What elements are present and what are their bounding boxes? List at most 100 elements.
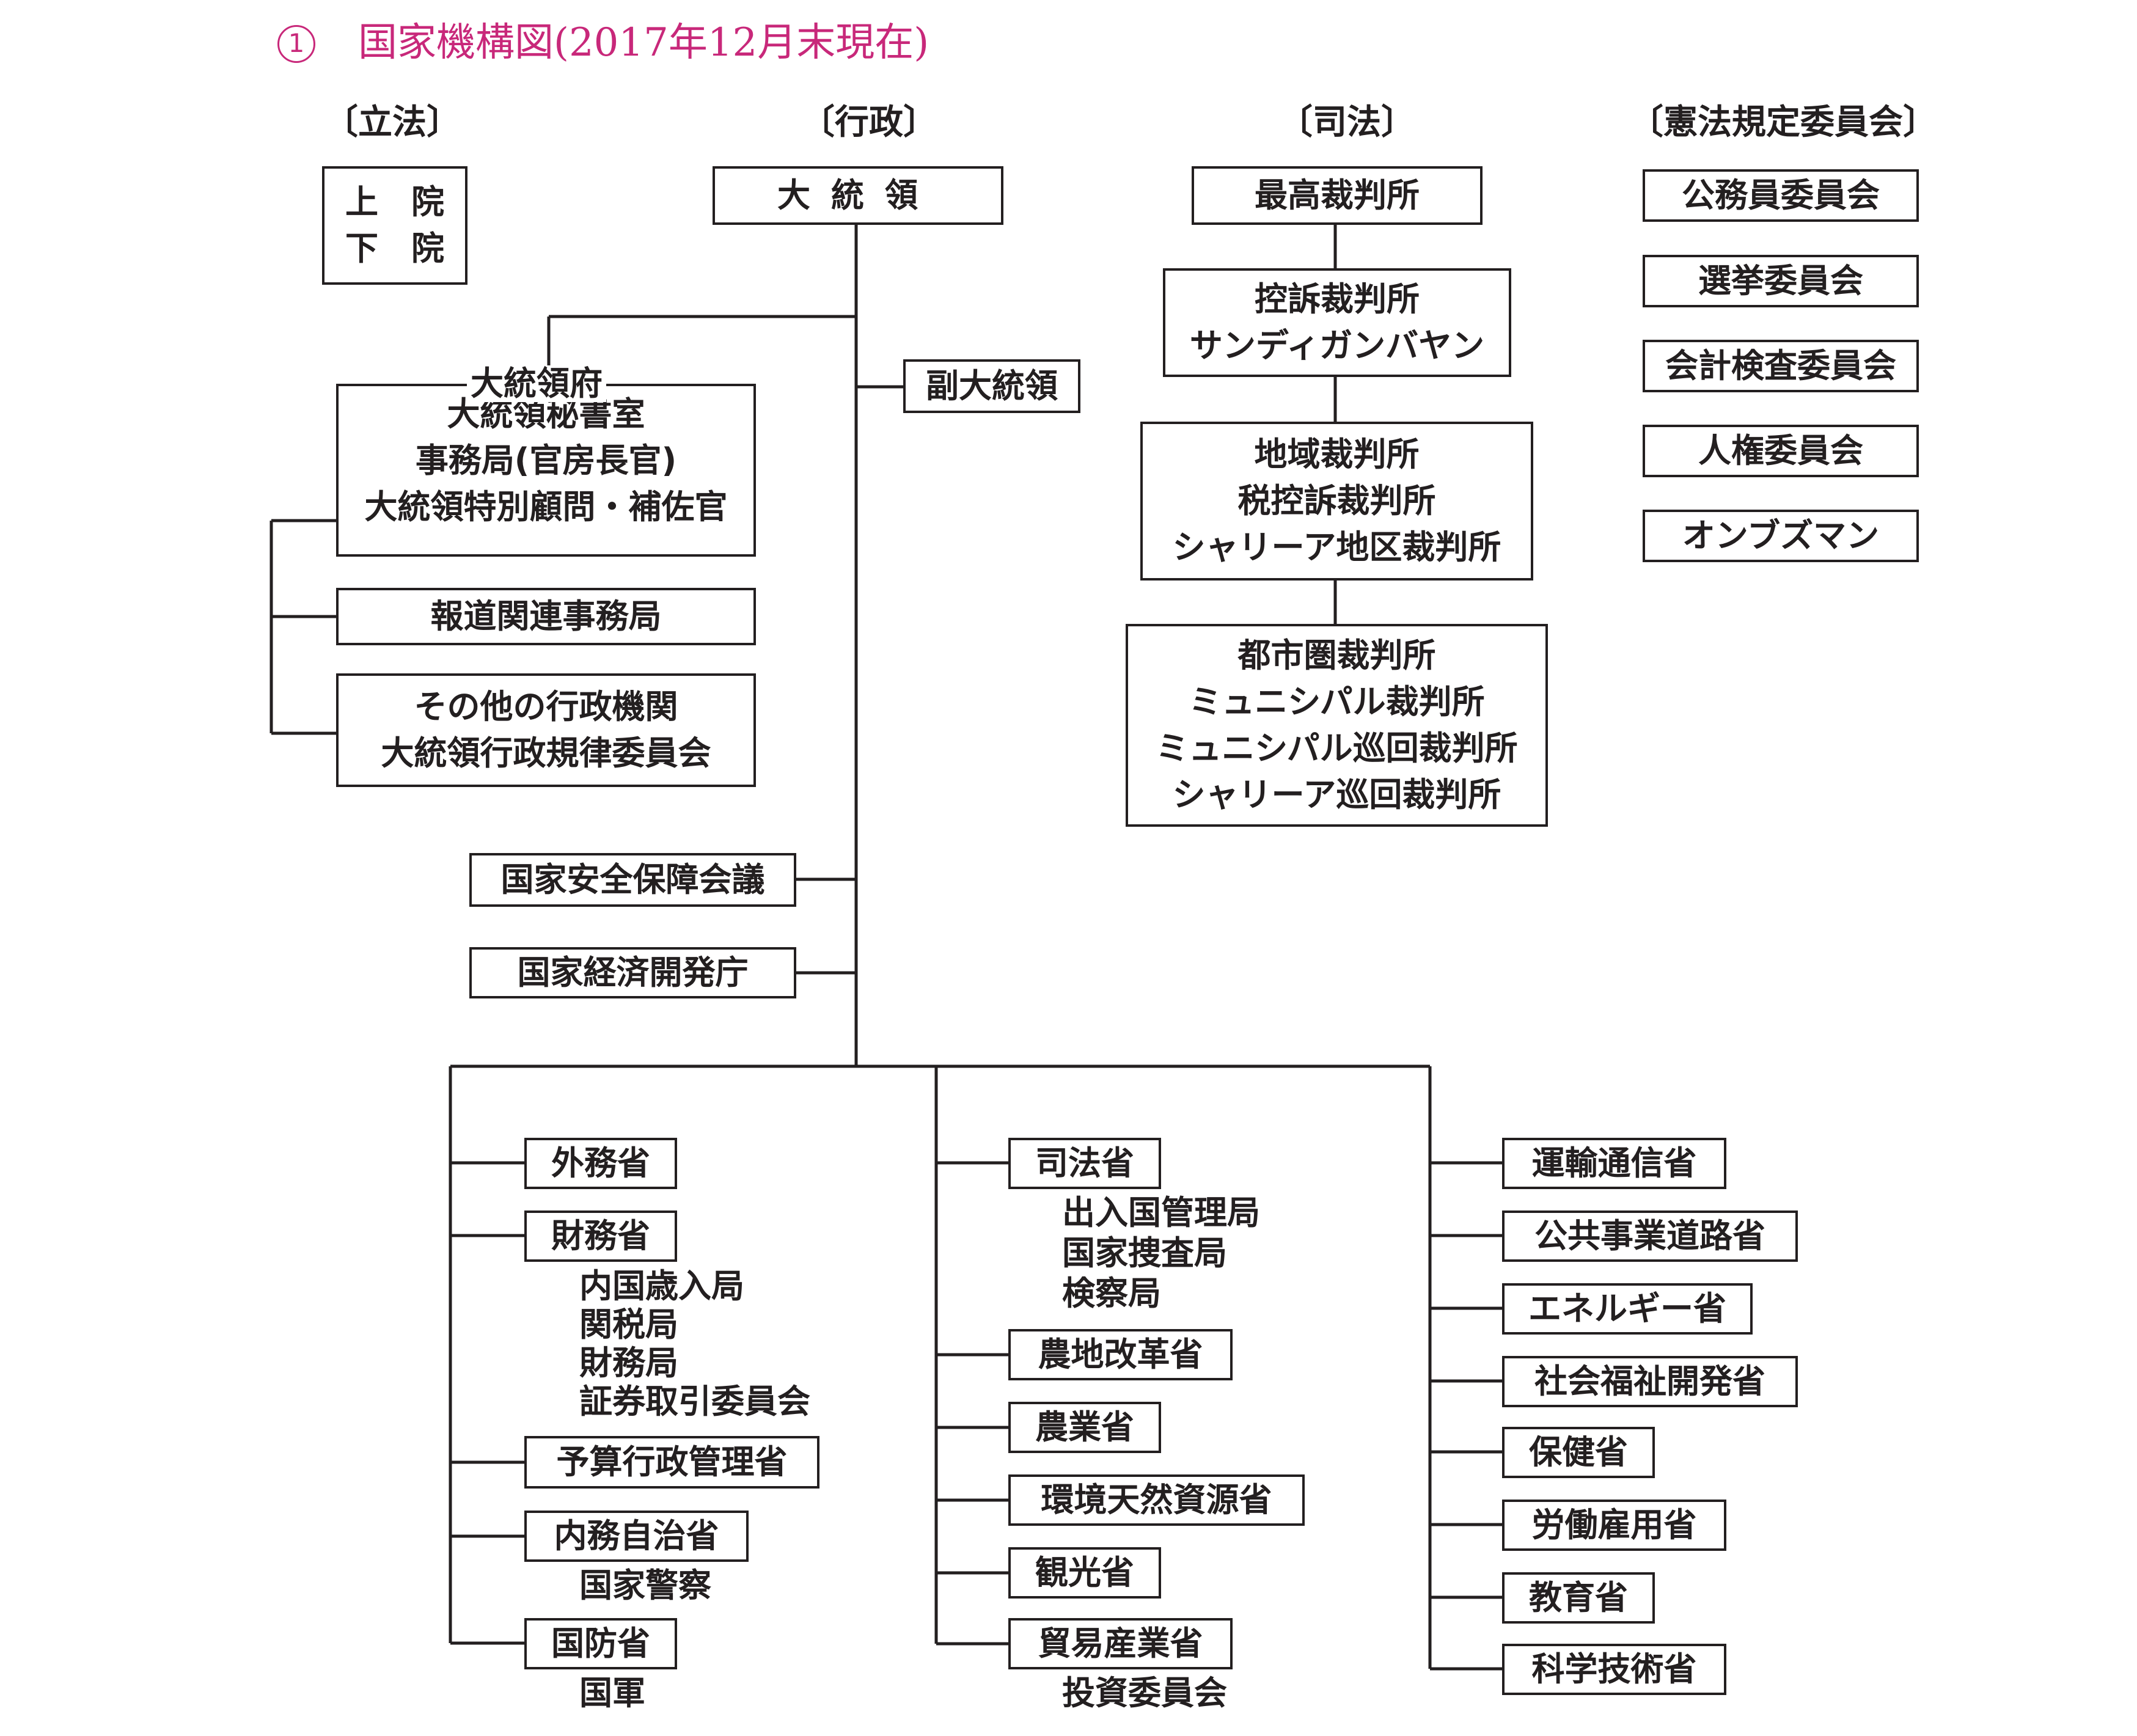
appeals-courts-box: 控訴裁判所 サンディガンバヤン — [1163, 268, 1511, 377]
commission-name: 会計検査委員会 — [1665, 346, 1896, 385]
department-name: 国防省 — [551, 1624, 650, 1663]
department-box: 貿易産業省 — [1008, 1618, 1233, 1669]
department-name: 司法省 — [1035, 1144, 1134, 1182]
department-box: 内務自治省 — [524, 1511, 749, 1562]
sub-agency: 財務局 — [579, 1344, 678, 1382]
other-agency-item: 大統領行政規律委員会 — [381, 734, 711, 772]
court-item: ミュニシパル裁判所 — [1189, 683, 1485, 721]
court-item: サンディガンバヤン — [1189, 326, 1485, 365]
department-name: 保健省 — [1529, 1433, 1628, 1471]
vice-president-box: 副大統領 — [903, 359, 1080, 413]
court-item: シャリーア巡回裁判所 — [1172, 775, 1501, 814]
department-name: 内務自治省 — [554, 1517, 719, 1555]
president-label: 大統領 — [777, 176, 939, 214]
commission-box: 会計検査委員会 — [1643, 340, 1919, 392]
municipal-courts-box: 都市圏裁判所 ミュニシパル裁判所 ミュニシパル巡回裁判所 シャリーア巡回裁判所 — [1126, 624, 1548, 827]
department-box: 環境天然資源省 — [1008, 1474, 1305, 1526]
supreme-court-label: 最高裁判所 — [1255, 176, 1420, 214]
court-item: 都市圏裁判所 — [1237, 636, 1436, 675]
department-box: 労働雇用省 — [1502, 1500, 1726, 1551]
department-box: 保健省 — [1502, 1427, 1655, 1478]
supreme-court-box: 最高裁判所 — [1192, 166, 1483, 225]
department-name: 環境天然資源省 — [1041, 1481, 1272, 1519]
department-box: 司法省 — [1008, 1138, 1161, 1189]
commission-box: 公務員委員会 — [1643, 169, 1919, 222]
department-name: 農地改革省 — [1038, 1335, 1203, 1374]
court-item: 税控訴裁判所 — [1237, 482, 1436, 520]
department-name: 科学技術省 — [1531, 1650, 1697, 1688]
court-item: ミュニシパル巡回裁判所 — [1156, 729, 1518, 767]
upper-house: 上 院 — [345, 183, 444, 221]
sub-agency: 内国歳入局 — [579, 1267, 744, 1305]
regional-courts-box: 地域裁判所 税控訴裁判所 シャリーア地区裁判所 — [1140, 422, 1533, 580]
department-name: 予算行政管理省 — [556, 1443, 788, 1481]
sub-agency: 国軍 — [579, 1674, 645, 1712]
neda-label: 国家経済開発庁 — [517, 953, 749, 992]
court-item: シャリーア地区裁判所 — [1172, 528, 1501, 566]
commission-box: オンブズマン — [1643, 510, 1919, 562]
department-box: 財務省 — [524, 1210, 677, 1262]
sub-agency: 投資委員会 — [1062, 1674, 1227, 1712]
header-legislative: 〔立法〕 — [324, 103, 461, 142]
office-of-president-label: 大統領府 — [467, 365, 606, 402]
commission-name: 公務員委員会 — [1682, 176, 1880, 214]
press-office-label: 報道関連事務局 — [430, 597, 662, 635]
department-name: 貿易産業省 — [1038, 1624, 1203, 1663]
department-box: 教育省 — [1502, 1572, 1655, 1624]
office-of-president-box: 大統領秘書室 事務局(官房長官) 大統領特別顧問・補佐官 — [336, 384, 756, 557]
department-name: 外務省 — [551, 1144, 650, 1182]
department-box: 社会福祉開発省 — [1502, 1356, 1798, 1407]
department-box: 農業省 — [1008, 1402, 1161, 1453]
legislature-box: 上 院 下 院 — [322, 166, 467, 285]
header-executive: 〔行政〕 — [801, 103, 937, 142]
commission-name: 選挙委員会 — [1698, 262, 1863, 300]
other-agency-item: その他の行政機関 — [414, 687, 678, 726]
department-box: 科学技術省 — [1502, 1644, 1726, 1695]
department-name: 公共事業道路省 — [1534, 1217, 1765, 1255]
department-box: 運輸通信省 — [1502, 1138, 1726, 1189]
title-number: 1 — [277, 25, 315, 63]
sub-agency: 国家捜査局 — [1062, 1234, 1227, 1272]
press-office-box: 報道関連事務局 — [336, 588, 756, 645]
department-box: エネルギー省 — [1502, 1283, 1753, 1335]
office-item: 事務局(官房長官) — [415, 441, 677, 480]
other-agencies-box: その他の行政機関 大統領行政規律委員会 — [336, 673, 756, 787]
court-item: 控訴裁判所 — [1255, 280, 1420, 318]
vice-president-label: 副大統領 — [926, 367, 1058, 405]
header-judicial: 〔司法〕 — [1278, 103, 1415, 142]
office-item: 大統領特別顧問・補佐官 — [364, 488, 728, 526]
court-item: 地域裁判所 — [1254, 435, 1420, 474]
commission-name: オンブズマン — [1682, 516, 1880, 555]
commission-box: 選挙委員会 — [1643, 255, 1919, 307]
department-box: 公共事業道路省 — [1502, 1210, 1798, 1262]
sub-agency: 関税局 — [579, 1305, 678, 1344]
sub-agency: 証券取引委員会 — [579, 1382, 810, 1421]
neda-box: 国家経済開発庁 — [469, 947, 796, 998]
header-constitutional-commissions: 〔憲法規定委員会〕 — [1629, 103, 1937, 142]
department-box: 外務省 — [524, 1138, 677, 1189]
department-box: 農地改革省 — [1008, 1329, 1233, 1380]
department-box: 国防省 — [524, 1618, 677, 1669]
sub-agency: 検察局 — [1062, 1274, 1161, 1313]
department-name: 社会福祉開発省 — [1534, 1362, 1765, 1401]
sub-agency: 国家警察 — [579, 1566, 711, 1605]
department-box: 予算行政管理省 — [524, 1436, 819, 1489]
department-name: 観光省 — [1035, 1553, 1134, 1592]
title-text: 国家機構図(2017年12月末現在) — [358, 20, 929, 65]
lower-house: 下 院 — [345, 229, 444, 268]
department-name: 農業省 — [1035, 1408, 1134, 1446]
nsc-box: 国家安全保障会議 — [469, 853, 796, 907]
department-box: 観光省 — [1008, 1547, 1161, 1599]
page-title: 1 国家機構図(2017年12月末現在) — [277, 17, 929, 68]
sub-agency: 出入国管理局 — [1062, 1193, 1260, 1232]
president-box: 大統領 — [713, 166, 1003, 225]
department-name: 運輸通信省 — [1531, 1144, 1697, 1182]
nsc-label: 国家安全保障会議 — [500, 860, 765, 899]
department-name: 教育省 — [1529, 1578, 1628, 1617]
commission-box: 人権委員会 — [1643, 425, 1919, 477]
department-name: 労働雇用省 — [1531, 1506, 1697, 1544]
department-name: エネルギー省 — [1528, 1289, 1726, 1328]
commission-name: 人権委員会 — [1698, 431, 1863, 470]
department-name: 財務省 — [551, 1217, 650, 1255]
